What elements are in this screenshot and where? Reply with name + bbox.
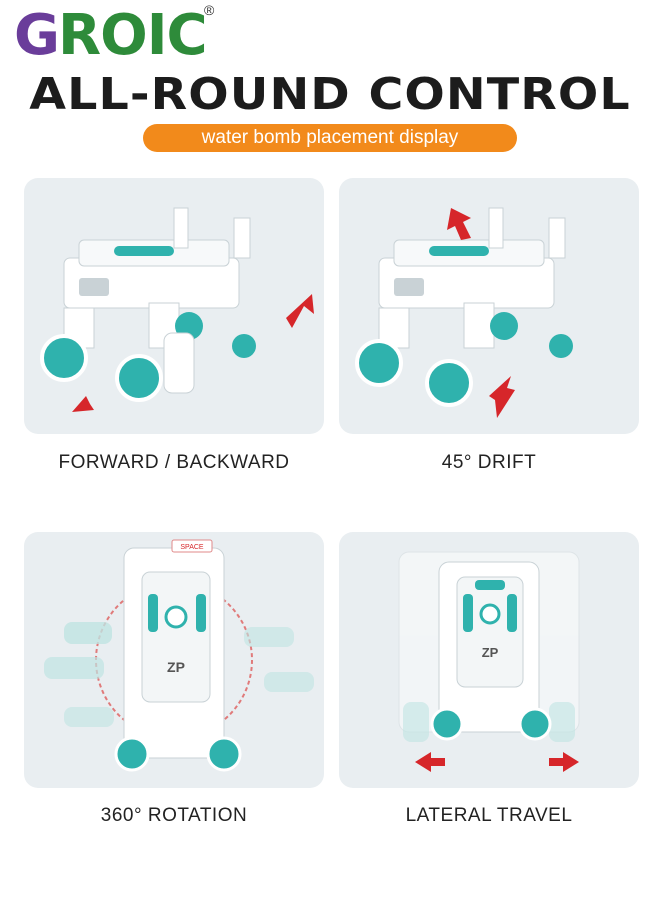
arrow-forward-icon bbox=[286, 294, 314, 328]
arrow-backward-icon bbox=[72, 386, 112, 412]
subtitle-pill: water bomb placement display bbox=[143, 124, 517, 152]
robot-illustration: ZP bbox=[398, 551, 580, 772]
badge-label: SPACE bbox=[180, 544, 204, 551]
arrow-down-right-icon bbox=[489, 376, 515, 418]
logo-letter-g: G bbox=[14, 3, 60, 68]
panel-lateral-travel: ZP bbox=[339, 532, 639, 788]
logo-wordmark: ROIC bbox=[57, 3, 208, 68]
caption-360-rotation: 360° ROTATION bbox=[100, 805, 248, 826]
arrow-left-icon bbox=[415, 752, 445, 772]
plate-label: ZP bbox=[482, 645, 499, 660]
registered-mark: ® bbox=[204, 2, 215, 18]
arrow-right-icon bbox=[549, 752, 579, 772]
headline: ALL-ROUND CONTROL bbox=[29, 69, 631, 120]
panel-forward-backward bbox=[24, 178, 324, 434]
panel-360-rotation: SPACE ZP bbox=[24, 532, 324, 788]
arrow-up-left-icon bbox=[447, 208, 471, 240]
caption-forward-backward: FORWARD / BACKWARD bbox=[58, 452, 290, 473]
panel-45-drift bbox=[339, 178, 639, 434]
robot-illustration: SPACE ZP bbox=[44, 539, 314, 772]
robot-illustration bbox=[355, 207, 573, 418]
plate-label: ZP bbox=[167, 659, 185, 675]
caption-45-drift: 45° DRIFT bbox=[441, 452, 537, 473]
caption-lateral-travel: LATERAL TRAVEL bbox=[405, 805, 573, 826]
robot-illustration bbox=[40, 207, 314, 412]
